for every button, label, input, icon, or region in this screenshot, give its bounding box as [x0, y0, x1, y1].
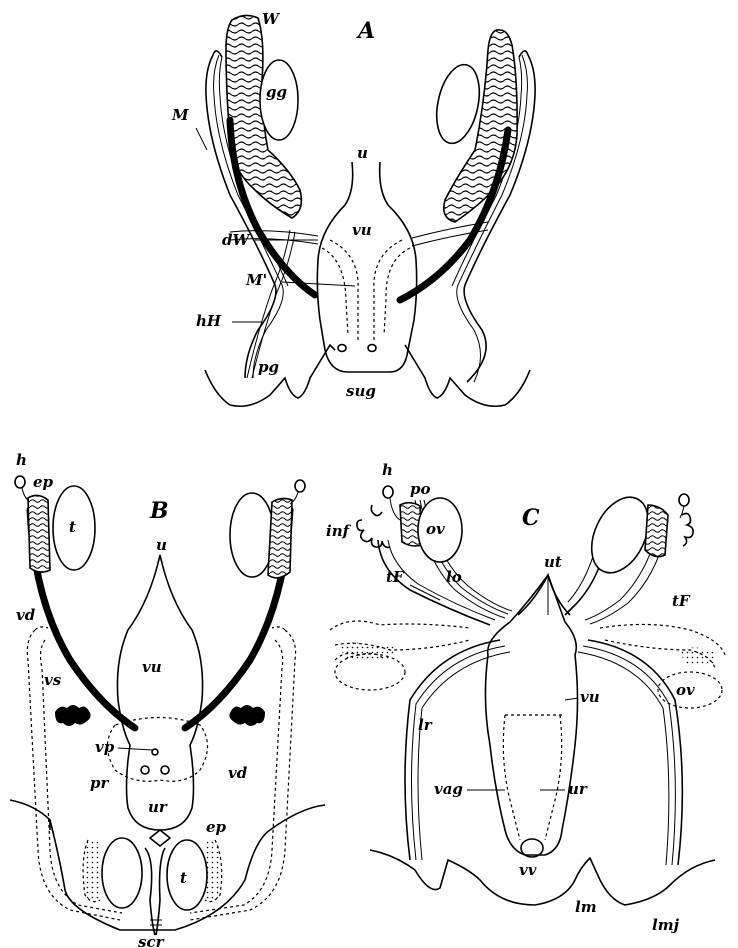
label-u-b: u — [156, 536, 167, 554]
panel-a-vesico-urethral-canal — [316, 161, 418, 373]
panel-c-round-ligament-right — [587, 639, 684, 866]
label-po: po — [410, 480, 431, 498]
label-vd-b: vd — [16, 606, 36, 624]
panel-c-ovary-left — [417, 497, 463, 563]
panel-b-processus-right-outer — [189, 629, 297, 921]
label-pg: pg — [258, 358, 279, 376]
panel-a: A W gg M u vu dW M' hH pg sug — [171, 10, 536, 408]
panel-c-round-ligament-left — [404, 639, 501, 861]
panel-c-fallopian-tube-left — [377, 539, 491, 626]
panel-b-testis-right — [229, 492, 275, 578]
label-tF2-c: tF — [672, 592, 691, 610]
panel-a-base-right — [404, 344, 531, 408]
label-scr: scr — [138, 933, 165, 948]
label-t-b: t — [69, 518, 76, 536]
panel-b-letter: B — [149, 498, 169, 524]
panel-a-dotted-duct-4 — [373, 239, 403, 340]
label-tF-c: tF — [386, 568, 405, 586]
panel-c-letter: C — [522, 505, 540, 531]
label-lmj: lmj — [652, 916, 680, 934]
panel-a-genital-gland-right — [435, 63, 481, 145]
label-u-a: u — [357, 144, 368, 162]
panel-c-hydatid-left — [382, 485, 394, 499]
label-vs: vs — [44, 671, 62, 689]
label-gg: gg — [266, 83, 287, 101]
label-lm: lm — [575, 898, 597, 916]
label-vd2-b: vd — [228, 764, 248, 782]
panel-b-seminal-vesicle-left — [55, 705, 91, 726]
panel-c-base-outline — [369, 849, 716, 906]
label-ur-c: ur — [568, 780, 588, 798]
label-t2-b: t — [180, 869, 187, 887]
panel-c-ovary-right-descended — [657, 671, 723, 709]
panel-b-testis-descended-right — [166, 839, 208, 911]
panel-a-dotted-duct-2 — [383, 247, 411, 336]
label-vu-c: vu — [580, 688, 600, 706]
label-ov2-c: ov — [676, 681, 695, 699]
label-vag: vag — [434, 780, 463, 798]
panel-b-hydatid-left — [14, 475, 26, 489]
label-hH: hH — [196, 312, 222, 330]
label-lo: lo — [446, 568, 462, 586]
panel-a-orifice-1 — [337, 343, 347, 353]
label-vu-a: vu — [352, 221, 372, 239]
label-W: W — [262, 10, 281, 28]
label-sug: sug — [346, 382, 376, 400]
label-ov-c: ov — [426, 520, 445, 538]
panel-b-testis-left — [52, 485, 96, 571]
panel-b-testis-descended-left — [101, 837, 143, 909]
panel-c-uterus-vagina — [484, 573, 579, 856]
label-ep2-b: ep — [206, 818, 227, 836]
panel-a-dotted-duct-3 — [329, 239, 359, 340]
panel-a-orifice-2 — [367, 343, 377, 353]
panel-c-infundibulum-left — [356, 519, 391, 549]
label-lr: lr — [418, 716, 433, 734]
panel-c: C h po ov inf ut tF lo tF vu ov lr vag u… — [326, 461, 726, 934]
label-dW: dW — [222, 231, 251, 249]
label-ur-b: ur — [148, 798, 168, 816]
panel-b-prostate — [106, 716, 209, 782]
panel-b-vesico-urethral-canal — [116, 554, 204, 831]
panel-b-processus-left-outer — [26, 629, 121, 921]
panel-a-base-left — [204, 343, 336, 408]
panel-a-letter: A — [356, 18, 375, 44]
panel-a-mullerian-duct-left — [205, 54, 277, 379]
panel-b: B h ep t u vd vu vs vp pr vd ur ep t scr — [9, 451, 326, 948]
panel-a-mullerian-duct-right — [463, 54, 536, 383]
label-vp: vp — [95, 738, 115, 756]
panel-a-genital-gland-left — [259, 59, 299, 141]
panel-b-hydatid-right — [294, 479, 306, 493]
label-h-c: h — [382, 461, 393, 479]
panel-a-wolffian-duct-right — [396, 126, 512, 304]
label-ep-b: ep — [33, 473, 54, 491]
label-M: M — [171, 106, 189, 124]
panel-b-seminal-vesicle-right — [229, 705, 265, 726]
label-vv: vv — [519, 861, 537, 879]
label-h-b: h — [16, 451, 27, 469]
label-inf: inf — [326, 522, 352, 540]
label-vu-b: vu — [142, 658, 162, 676]
label-ut: ut — [544, 553, 562, 571]
label-M-prime: M' — [245, 271, 267, 289]
panel-a-dotted-duct-1 — [321, 247, 349, 336]
panel-c-ovary-left-descended — [334, 653, 406, 691]
panel-a-wolffian-duct-left — [226, 116, 319, 299]
panel-c-ovary-right-upper — [590, 496, 650, 574]
label-pr: pr — [90, 774, 109, 792]
